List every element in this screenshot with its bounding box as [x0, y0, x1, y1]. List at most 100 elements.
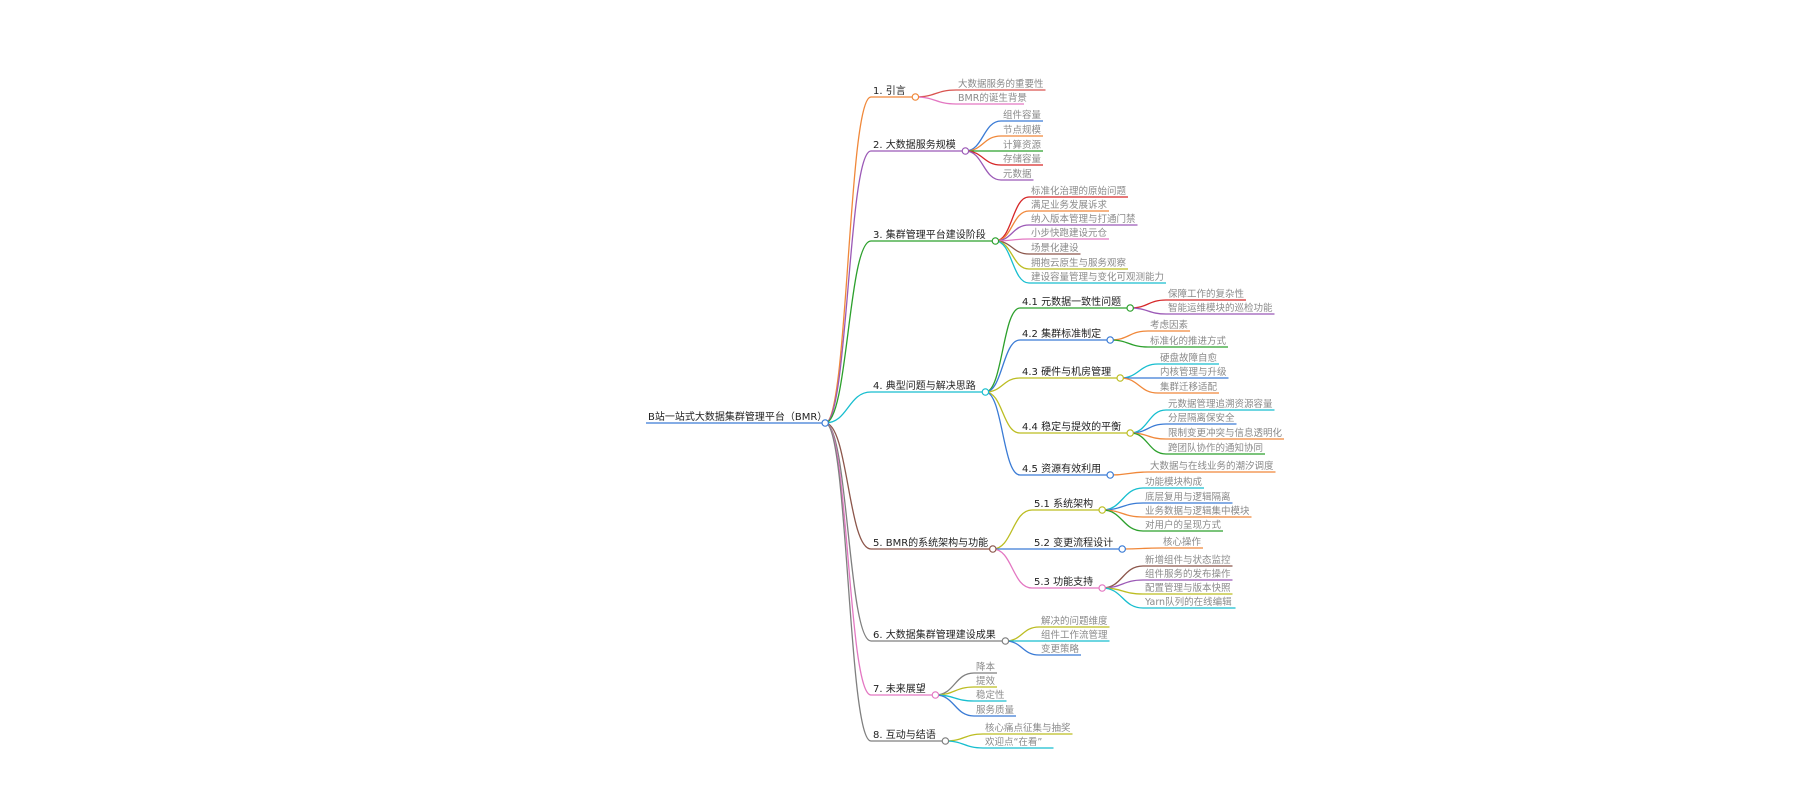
edge-leaf-6-1: [1005, 626, 1040, 642]
edge-l1-1: [824, 96, 872, 424]
leaf-2-1: 组件容量: [1003, 109, 1042, 121]
knot-l1-7[interactable]: [931, 691, 940, 699]
leaf-2-5: 元数据: [1003, 168, 1032, 180]
leaf-3-3: 纳入版本管理与打通门禁: [1031, 213, 1136, 225]
edge-l2-4-1: [985, 307, 1021, 393]
leaf-3-1: 标准化治理的原始问题: [1031, 185, 1127, 197]
edge-leaf-4-4-4: [1130, 432, 1167, 455]
leaf-3-4: 小步快跑建设元仓: [1031, 227, 1108, 239]
edge-leaf-2-2: [965, 135, 1002, 152]
leaf-5-3-4: Yarn队列的在线编辑: [1144, 596, 1232, 608]
leaf-4-3-2: 内核管理与升级: [1160, 366, 1227, 378]
root-topic: B站一站式大数据集群管理平台（BMR）: [648, 410, 827, 423]
knot-l1-4[interactable]: [981, 388, 990, 396]
leaf-1-1: 大数据服务的重要性: [958, 78, 1044, 90]
knot-l1-8[interactable]: [941, 737, 950, 745]
edge-l2-5-3: [992, 548, 1033, 589]
leaf-8-2: 欢迎点“在看”: [985, 736, 1042, 748]
edge-leaf-8-2: [945, 740, 984, 749]
leaf-1-2: BMR的诞生背景: [958, 92, 1027, 104]
edge-leaf-3-7: [995, 240, 1030, 284]
leaf-4-1-1: 保障工作的复杂性: [1168, 288, 1245, 300]
edge-leaf-4-2-1: [1110, 330, 1149, 341]
knot-l2-4-5[interactable]: [1106, 471, 1115, 479]
leaf-5-1-2: 底层复用与逻辑隔离: [1145, 491, 1231, 503]
edge-leaf-4-3-1: [1120, 363, 1159, 379]
knot-l1-2[interactable]: [961, 147, 970, 155]
topic-l1-6: 6. 大数据集群管理建设成果: [873, 628, 996, 641]
leaf-8-1: 核心痛点征集与抽奖: [985, 722, 1071, 734]
topic-l1-2: 2. 大数据服务规模: [873, 138, 956, 151]
edge-leaf-7-4: [935, 694, 975, 717]
leaf-2-3: 计算资源: [1003, 139, 1042, 151]
edge-leaf-2-4: [965, 150, 1002, 166]
edge-l1-2: [824, 150, 872, 424]
edge-leaf-4-1-1: [1130, 299, 1167, 309]
leaf-3-7: 建设容量管理与变化可观测能力: [1031, 271, 1164, 283]
topic-l2-4-5: 4.5 资源有效利用: [1022, 462, 1101, 475]
edge-leaf-4-4-1: [1130, 409, 1167, 434]
topic-l1-5: 5. BMR的系统架构与功能: [873, 536, 988, 549]
leaf-3-6: 拥抱云原生与服务观察: [1031, 257, 1127, 269]
edge-l1-6: [824, 422, 872, 642]
edge-leaf-3-1: [995, 196, 1030, 242]
topic-l2-4-1: 4.1 元数据一致性问题: [1022, 295, 1121, 308]
topic-l2-5-3: 5.3 功能支持: [1034, 575, 1093, 588]
leaf-7-3: 稳定性: [976, 689, 1005, 701]
knot-l1-6[interactable]: [1001, 637, 1010, 645]
topic-l2-4-4: 4.4 稳定与提效的平衡: [1022, 420, 1121, 433]
topic-l1-1: 1. 引言: [873, 84, 906, 97]
leaf-4-5-1: 大数据与在线业务的潮汐调度: [1150, 460, 1274, 472]
topic-l1-4: 4. 典型问题与解决思路: [873, 379, 976, 392]
root-knot[interactable]: [821, 419, 830, 427]
topic-l2-5-2: 5.2 变更流程设计: [1034, 536, 1113, 549]
leaf-4-4-3: 限制变更冲突与信息透明化: [1168, 427, 1283, 439]
knot-l2-4-3[interactable]: [1116, 374, 1125, 382]
knot-l1-5[interactable]: [988, 545, 997, 553]
knot-l2-5-3[interactable]: [1098, 584, 1107, 592]
edge-leaf-1-1: [915, 89, 957, 98]
edge-leaf-3-6: [995, 240, 1030, 270]
topic-l2-4-2: 4.2 集群标准制定: [1022, 327, 1101, 340]
knot-l2-4-4[interactable]: [1126, 429, 1135, 437]
knot-l2-5-1[interactable]: [1098, 506, 1107, 514]
edge-leaf-4-1-2: [1130, 307, 1167, 315]
edge-leaf-6-3: [1005, 640, 1040, 656]
leaf-6-3: 变更策略: [1041, 643, 1080, 655]
edge-leaf-1-2: [915, 96, 957, 105]
leaf-7-1: 降本: [976, 661, 996, 673]
knot-l2-4-2[interactable]: [1106, 336, 1115, 344]
leaf-4-4-4: 跨团队协作的通知协同: [1168, 442, 1263, 454]
edge-l1-3: [824, 240, 872, 424]
leaf-3-5: 场景化建设: [1031, 242, 1079, 254]
knot-l1-1[interactable]: [911, 93, 920, 101]
topic-l2-4-3: 4.3 硬件与机房管理: [1022, 365, 1111, 378]
edge-l2-4-3: [985, 377, 1021, 393]
leaf-2-2: 节点规模: [1003, 124, 1042, 136]
edge-leaf-5-2-1: [1122, 547, 1162, 550]
edge-leaf-5-3-4: [1102, 587, 1144, 609]
knot-l1-3[interactable]: [991, 237, 1000, 245]
leaf-4-2-2: 标准化的推进方式: [1150, 335, 1227, 347]
leaf-4-2-1: 考虑因素: [1150, 319, 1189, 331]
edge-l1-7: [824, 422, 872, 696]
knot-l2-5-2[interactable]: [1118, 545, 1127, 553]
leaf-5-1-4: 对用户的呈现方式: [1145, 519, 1222, 531]
knot-l2-4-1[interactable]: [1126, 304, 1135, 312]
leaf-6-2: 组件工作流管理: [1041, 629, 1108, 641]
edge-l1-4: [825, 391, 872, 424]
edge-l2-5-1: [992, 509, 1033, 550]
edge-l2-4-5: [985, 391, 1021, 476]
leaf-6-1: 解决的问题维度: [1041, 615, 1108, 627]
edge-leaf-4-5-1: [1110, 471, 1149, 476]
mindmap-edges: [646, 89, 1284, 749]
edge-leaf-5-1-4: [1102, 509, 1144, 532]
edge-leaf-2-5: [965, 150, 1002, 181]
leaf-2-4: 存储容量: [1003, 153, 1042, 165]
topic-l1-7: 7. 未来展望: [873, 682, 926, 695]
leaf-4-1-2: 智能运维模块的巡检功能: [1168, 302, 1273, 314]
leaf-7-2: 提效: [976, 675, 996, 687]
leaf-4-3-3: 集群迁移适配: [1160, 381, 1218, 393]
leaf-5-3-1: 新增组件与状态监控: [1145, 554, 1231, 566]
